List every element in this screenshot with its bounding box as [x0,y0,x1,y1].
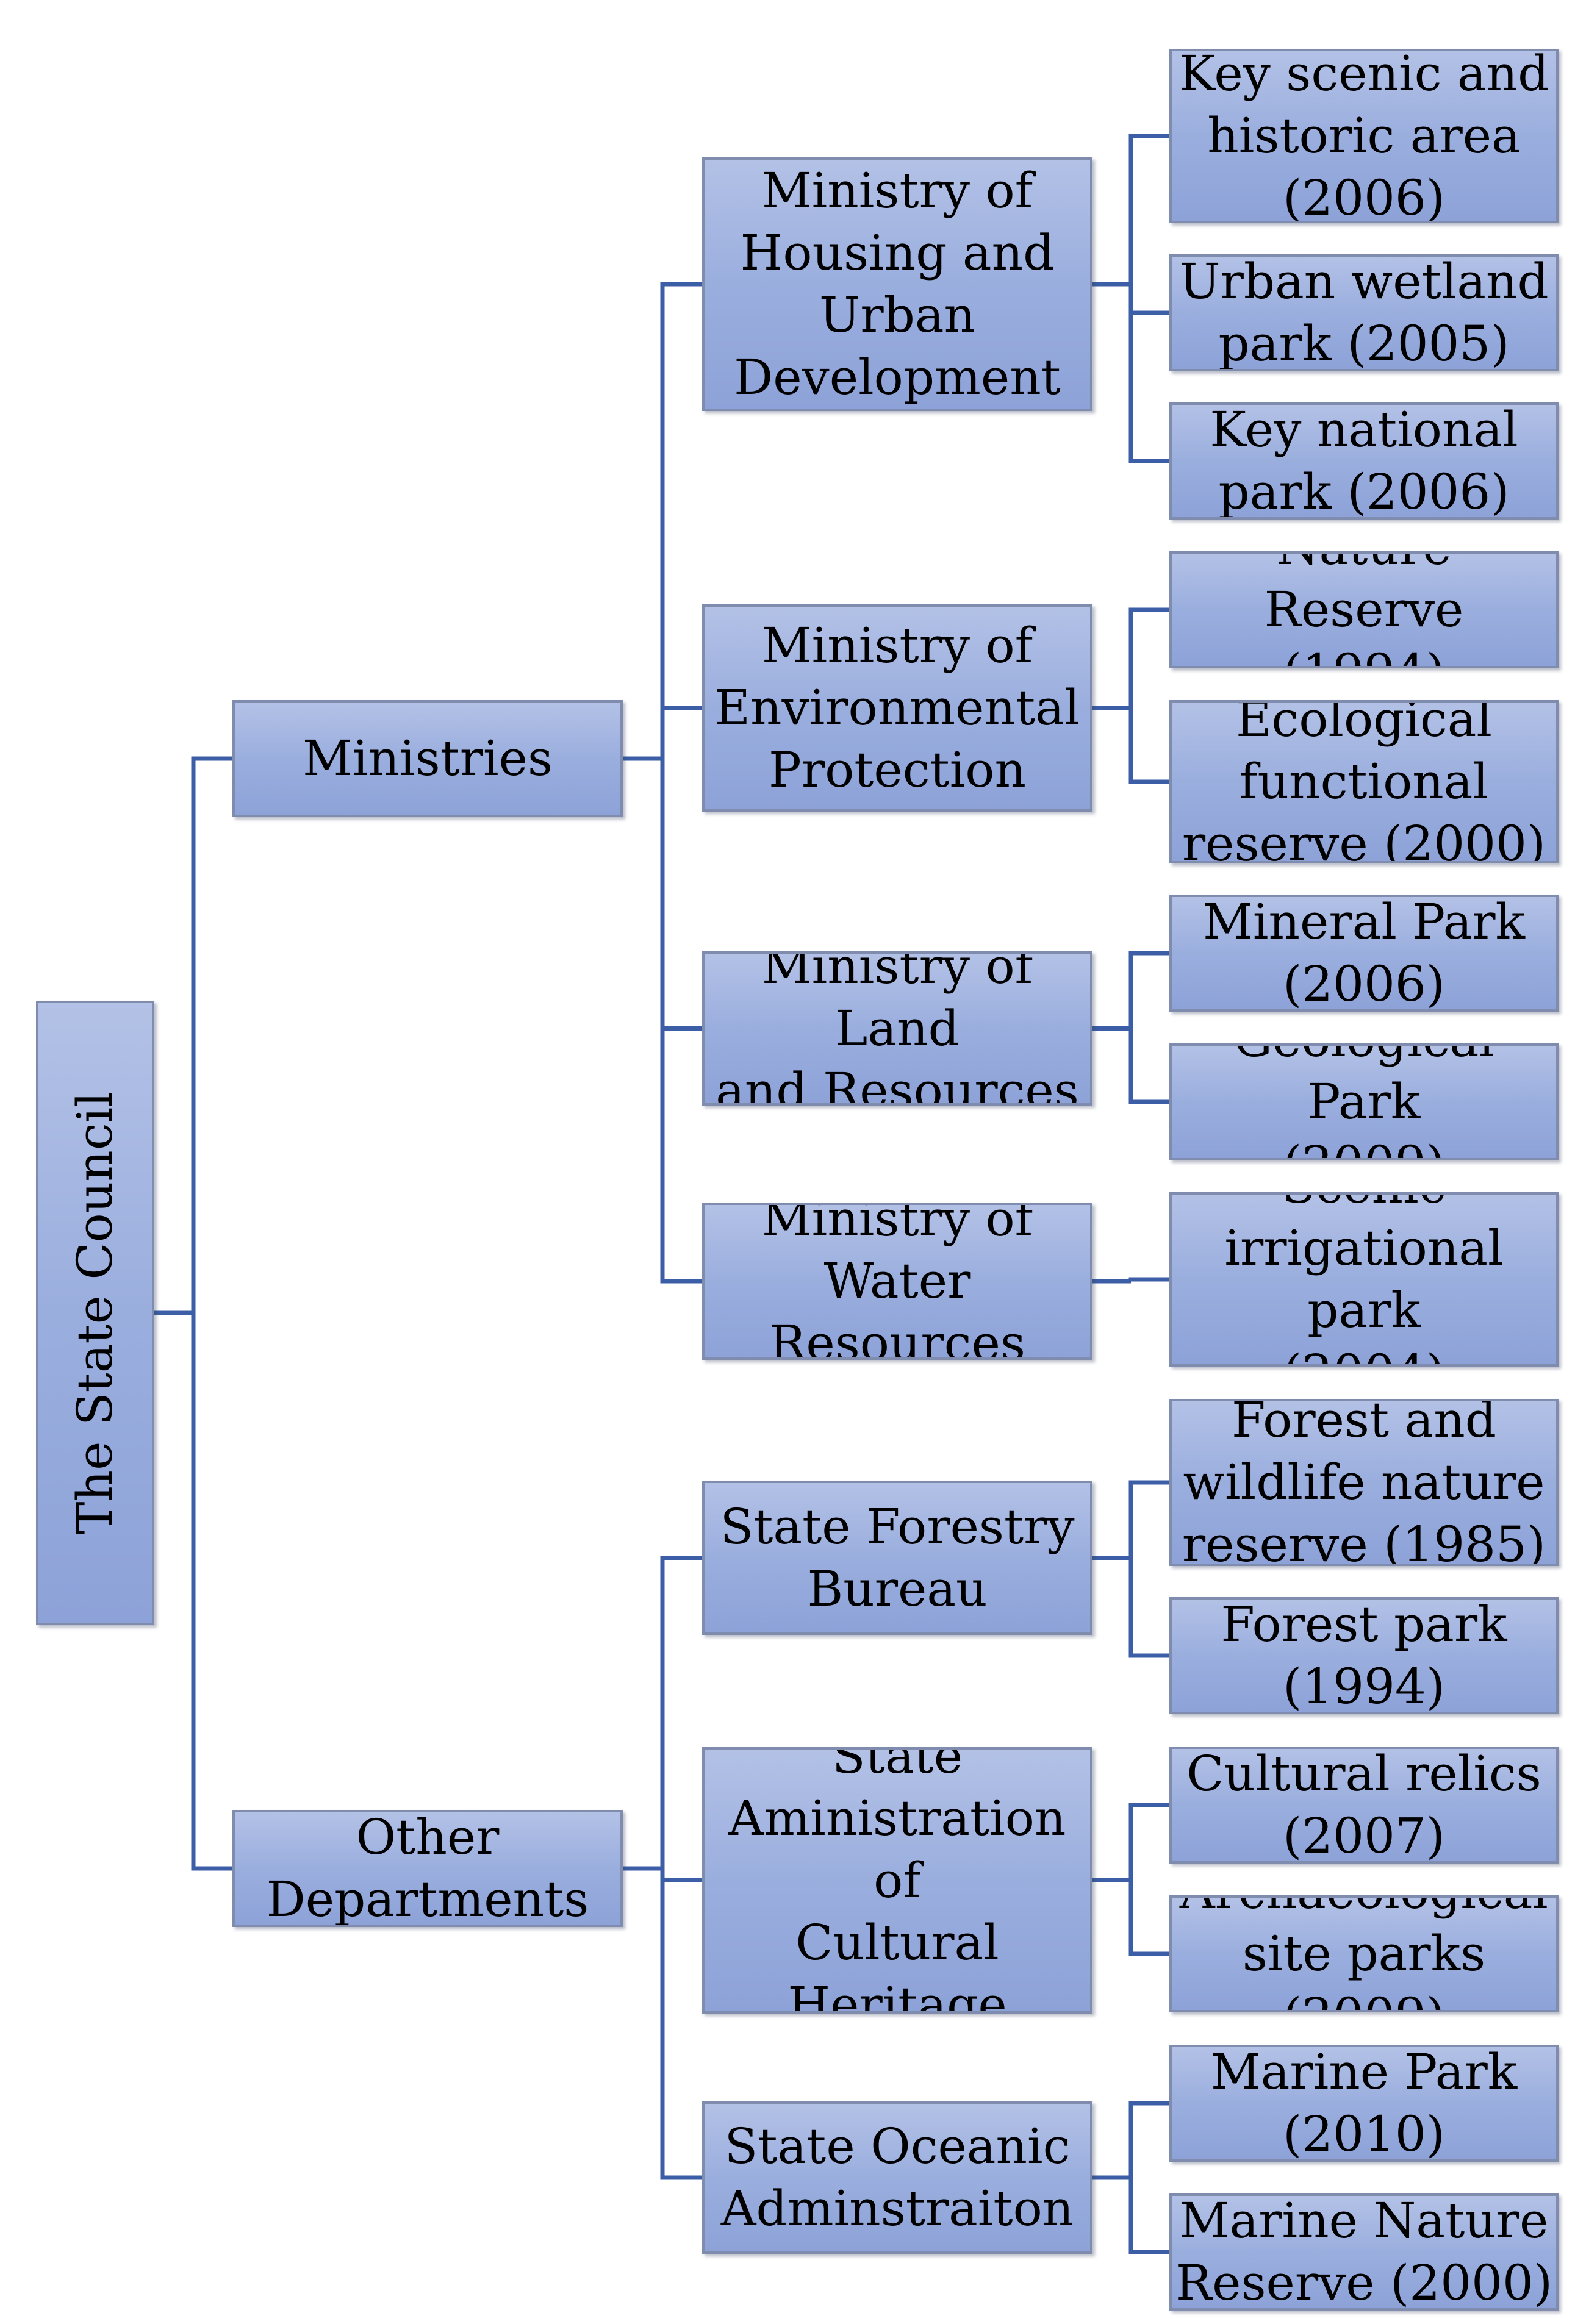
connector-ministries [623,282,702,1284]
leaf-urban-wetland-park: Urban wetland park (2005) [1169,254,1559,371]
leaf-key-scenic-historic-area: Key scenic and historic area (2006) [1169,49,1559,223]
leaf-label: Marine Nature Reserve (2000) [1175,2193,1553,2311]
group-label: Ministries [302,730,553,787]
leaf-label: Marine Park (2010) [1210,2045,1518,2162]
leaf-geological-park: Geological Park (2009) [1169,1043,1559,1160]
group-ministries: Ministries [232,700,623,817]
department-cultural-heritage: State Aministration of Cultural Heritage [702,1747,1092,2014]
connector-housing [1092,134,1169,463]
department-state-forestry-bureau: State Forestry Bureau [702,1481,1092,1635]
ministry-label: Ministry of Housing and Urban Developmen… [734,162,1061,406]
leaf-label: Nature Reserve (1994) [1264,554,1464,666]
connector-forestry [1092,1480,1169,1658]
leaf-scenic-irrigational-park: Scenic irrigational park (2004) [1169,1192,1559,1367]
connector-oceanic [1092,2101,1169,2254]
connector-cultural [1092,1803,1169,1956]
leaf-label: Scenic irrigational park (2004) [1224,1195,1504,1364]
connector-root-to-groups [154,756,232,1871]
leaf-forest-park: Forest park (1994) [1169,1597,1559,1714]
leaf-label: Forest and wildlife nature reserve (1985… [1182,1399,1546,1566]
ministry-label: Ministry of Land and Resources [716,951,1079,1106]
leaf-label: Mineral Park (2006) [1203,895,1525,1012]
leaf-label: Key scenic and historic area (2006) [1179,49,1549,223]
ministry-label: Ministry of Environmental Protection [714,617,1080,798]
leaf-nature-reserve: Nature Reserve (1994) [1169,551,1559,668]
ministry-label: Ministry of Water Resources [761,1203,1033,1360]
leaf-marine-park: Marine Park (2010) [1169,2045,1559,2162]
department-state-oceanic-administration: State Oceanic Adminstraiton [702,2101,1092,2254]
leaf-forest-wildlife-nature-reserve: Forest and wildlife nature reserve (1985… [1169,1399,1559,1566]
connector-water [1092,1277,1169,1284]
leaf-label: Geological Park (2009) [1233,1046,1494,1158]
leaf-label: Key national park (2006) [1210,402,1518,520]
leaf-label: Ecological functional reserve (2000) [1182,700,1546,863]
leaf-label: Archaeological site parks (2009) [1180,1898,1548,2010]
department-label: State Aministration of Cultural Heritage [728,1747,1066,2014]
ministry-environmental-protection: Ministry of Environmental Protection [702,604,1092,812]
leaf-label: Urban wetland park (2005) [1179,254,1549,371]
group-label: Other Departments [266,1810,589,1927]
ministry-land-resources: Ministry of Land and Resources [702,951,1092,1106]
ministry-water-resources: Ministry of Water Resources [702,1203,1092,1360]
root-label: The State Council [66,1092,123,1534]
ministry-housing-urban-development: Ministry of Housing and Urban Developmen… [702,157,1092,411]
root-state-council: The State Council [36,1001,154,1625]
connector-land [1092,951,1169,1104]
leaf-archaeological-site-parks: Archaeological site parks (2009) [1169,1895,1559,2012]
leaf-label: Forest park (1994) [1221,1597,1507,1714]
leaf-cultural-relics: Cultural relics (2007) [1169,1747,1559,1864]
leaf-ecological-functional-reserve: Ecological functional reserve (2000) [1169,700,1559,863]
connector-other-departments [623,1556,702,2180]
connector-environment [1092,607,1169,784]
leaf-mineral-park: Mineral Park (2006) [1169,895,1559,1012]
leaf-label: Cultural relics (2007) [1186,1747,1541,1864]
department-label: State Oceanic Adminstraiton [720,2118,1074,2237]
leaf-key-national-park: Key national park (2006) [1169,402,1559,520]
group-other-departments: Other Departments [232,1810,623,1927]
department-label: State Forestry Bureau [720,1498,1075,1617]
leaf-marine-nature-reserve: Marine Nature Reserve (2000) [1169,2193,1559,2311]
